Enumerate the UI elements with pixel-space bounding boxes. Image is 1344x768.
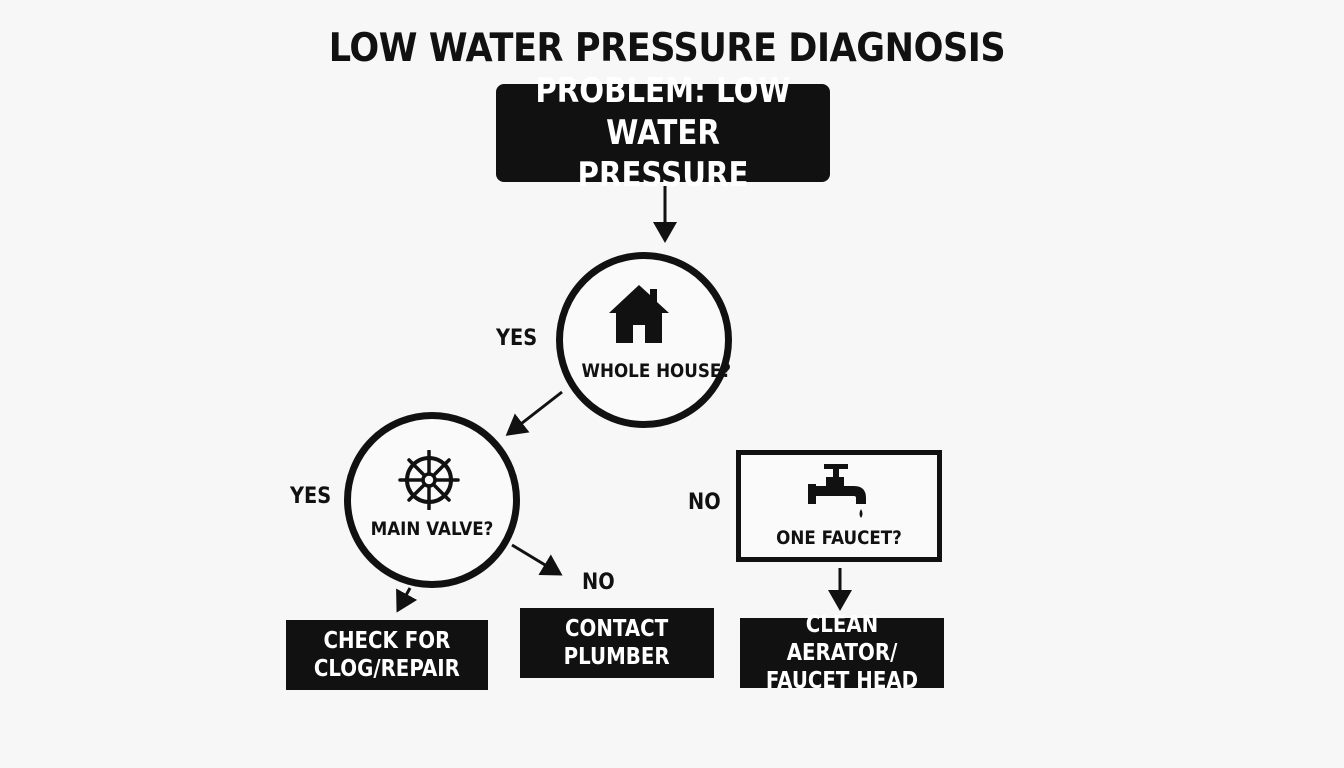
check-clog-box: CHECK FOR CLOG/REPAIR <box>286 620 488 690</box>
contact-plumber-box: CONTACT PLUMBER <box>520 608 714 678</box>
edge-label-one-faucet-no: NO <box>688 490 721 515</box>
arrow-main-valve-to-check-clog <box>396 587 418 613</box>
problem-label: PROBLEM: LOW WATER PRESSURE <box>535 71 791 195</box>
whole-house-decision <box>556 252 732 428</box>
check-clog-label: CHECK FOR CLOG/REPAIR <box>313 628 461 682</box>
diagram-title: LOW WATER PRESSURE DIAGNOSIS <box>328 26 1006 71</box>
problem-box: PROBLEM: LOW WATER PRESSURE <box>496 71 830 195</box>
house-icon <box>609 285 669 343</box>
arrow-whole-house-to-main-valve <box>505 390 563 436</box>
one-faucet-question: ONE FAUCET? <box>776 527 902 549</box>
edge-label-whole-house-yes: YES <box>496 326 538 351</box>
contact-plumber-label: CONTACT PLUMBER <box>564 616 670 670</box>
edge-label-main-valve-yes: YES <box>290 484 332 509</box>
edge-label-main-valve-no: NO <box>582 570 615 595</box>
clean-aerator-box: CLEAN AERATOR/ FAUCET HEAD <box>740 612 944 694</box>
whole-house-question: WHOLE HOUSE? <box>581 360 732 382</box>
faucet-icon <box>808 464 866 518</box>
valve-wheel-icon <box>398 450 460 510</box>
clean-aerator-label: CLEAN AERATOR/ FAUCET HEAD <box>765 612 919 694</box>
arrow-main-valve-to-contact-plumber <box>511 543 563 576</box>
main-valve-question: MAIN VALVE? <box>370 518 494 540</box>
